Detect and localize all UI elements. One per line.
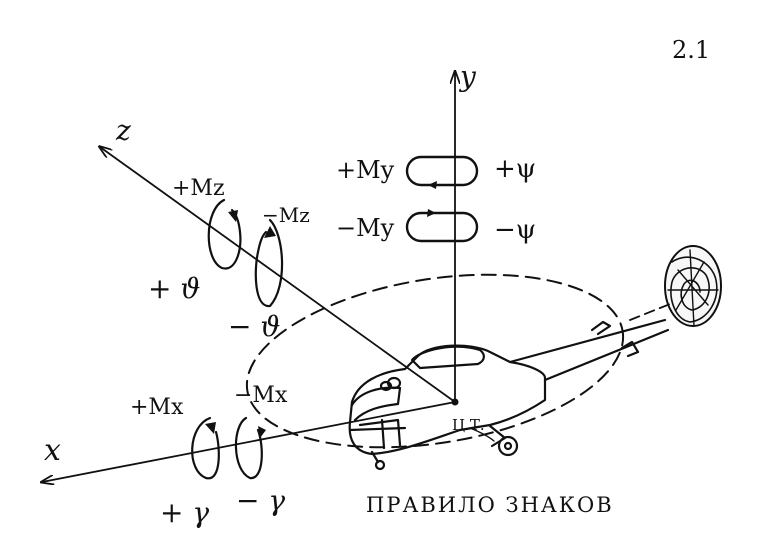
label-mz-negative: −Mz [262,203,310,227]
label-gamma-positive: + γ [160,496,209,529]
label-mz-positive: +Mz [172,176,225,201]
label-my-negative: −My [336,214,395,242]
label-mx-negative: −Mx [234,383,288,408]
x-axis [42,401,456,482]
page-number: 2.1 [672,36,710,64]
z-axis [100,147,456,403]
tail-rotor [664,245,722,327]
roll-moment-positive [191,416,220,480]
pitch-moment-negative [254,218,284,308]
label-psi-positive: +ψ [494,154,536,184]
caption: ПРАВИЛО ЗНАКОВ [366,493,614,517]
helicopter [348,318,670,471]
axis-label-x: x [44,433,61,468]
label-theta-positive: + ϑ [148,272,200,305]
yaw-moment-negative [405,209,479,243]
cg-point [451,398,459,406]
axis-label-y: y [458,60,477,93]
label-theta-negative: − ϑ [228,310,280,343]
label-gamma-negative: − γ [236,484,285,517]
cg-label: Ц.Т. [452,416,485,434]
cg-leader [469,427,495,442]
pitch-moment-positive [207,198,242,270]
axis-label-z: z [115,114,131,147]
label-mx-positive: +Mx [130,395,184,420]
label-my-positive: +My [336,156,395,184]
roll-moment-negative [234,416,266,480]
tail-rotor-connector [629,303,671,321]
label-psi-negative: −ψ [494,215,536,245]
yaw-moment-positive [405,155,479,189]
